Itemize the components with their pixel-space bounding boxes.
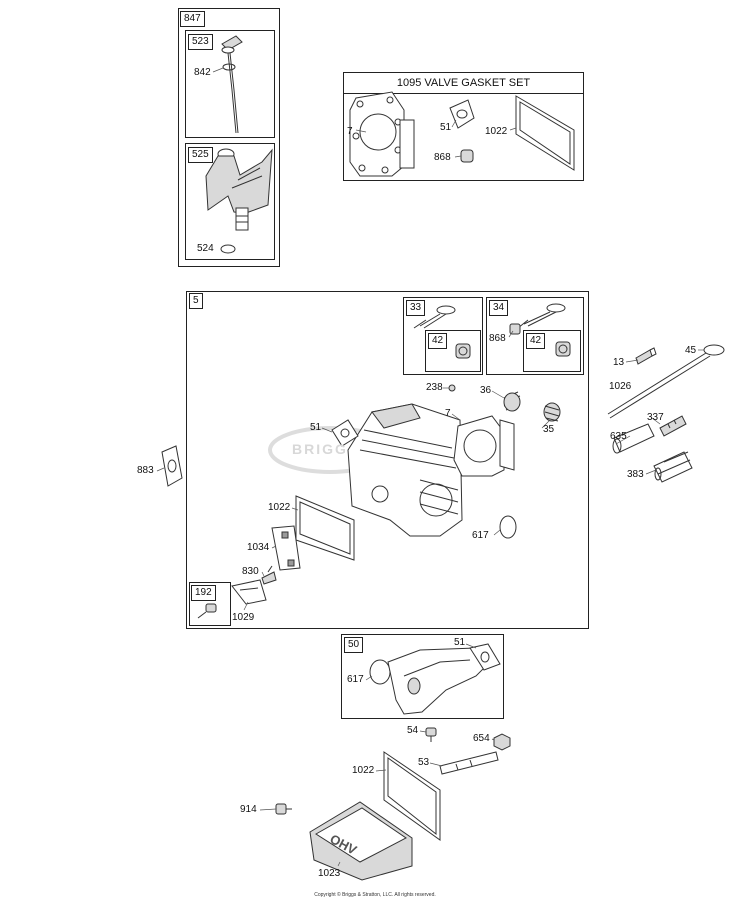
rocker-arm-stud-icon bbox=[612, 423, 655, 454]
callout-868-gasket-set: 868 bbox=[434, 152, 451, 163]
screw-icon bbox=[197, 603, 217, 619]
valve-cover-gasket-icon bbox=[515, 95, 575, 171]
intake-manifold-box bbox=[341, 634, 504, 719]
callout-337: 337 bbox=[647, 412, 664, 423]
dipstick-box bbox=[185, 30, 275, 138]
cylinder-head-box bbox=[186, 291, 589, 629]
cylinder-head-icon bbox=[331, 403, 463, 537]
callout-635: 635 bbox=[610, 431, 627, 442]
valve-seal-icon bbox=[460, 149, 474, 163]
callout-1022-gasket-set: 1022 bbox=[485, 126, 508, 137]
callout-842: 842 bbox=[194, 67, 211, 78]
intake-keeper-box bbox=[523, 330, 581, 372]
exhaust-valve-icon bbox=[413, 305, 456, 329]
valve-spring-2-icon bbox=[543, 402, 561, 422]
callout-1022-head: 1022 bbox=[268, 502, 291, 513]
callout-1023: 1023 bbox=[318, 868, 341, 879]
callout-238: 238 bbox=[426, 382, 443, 393]
stud-icon bbox=[261, 565, 277, 585]
cover-gasket-installed-icon bbox=[295, 495, 355, 561]
o-ring-icon bbox=[220, 244, 236, 254]
valve-gasket-set-title: 1095 VALVE GASKET SET bbox=[344, 73, 583, 94]
manifold-o-ring-icon bbox=[369, 659, 391, 685]
dipstick-tube-label: 525 bbox=[188, 147, 213, 163]
intake-keeper-icon bbox=[555, 341, 571, 357]
callout-617-manifold: 617 bbox=[347, 674, 364, 685]
intake-manifold-label: 50 bbox=[344, 637, 364, 653]
callout-1029: 1029 bbox=[232, 612, 255, 623]
exhaust-valve-box bbox=[403, 297, 483, 375]
callout-883: 883 bbox=[137, 465, 154, 476]
valve-cover-bolt-icon bbox=[275, 803, 292, 815]
intake-manifold-icon bbox=[387, 647, 491, 715]
callout-654: 654 bbox=[473, 733, 490, 744]
side-gasket-icon bbox=[161, 445, 183, 487]
callout-7-gasket-set: 7 bbox=[347, 126, 353, 137]
dipstick-label: 523 bbox=[188, 34, 213, 50]
breather-plate-icon bbox=[271, 525, 301, 571]
callout-51-gasket-set: 51 bbox=[440, 122, 452, 133]
breather-tube-icon bbox=[659, 415, 687, 437]
valve-cover-gasket-2-icon bbox=[383, 751, 441, 841]
dipstick-kit-box bbox=[178, 8, 280, 267]
valve-spring-icon bbox=[503, 391, 521, 412]
valve-gasket-set-box: 1095 VALVE GASKET SET bbox=[343, 72, 584, 181]
callout-1034: 1034 bbox=[247, 542, 270, 553]
callout-830: 830 bbox=[242, 566, 259, 577]
head-gasket-installed-icon bbox=[453, 415, 515, 477]
pushrod-icon bbox=[607, 344, 725, 419]
rocker-arm-icon bbox=[231, 579, 267, 605]
rocker-nut-icon bbox=[448, 384, 456, 392]
exhaust-keeper-box bbox=[425, 330, 481, 372]
callout-54: 54 bbox=[407, 725, 419, 736]
screw-kit-label: 192 bbox=[191, 585, 216, 601]
cover-nut-icon bbox=[493, 733, 511, 751]
rocker-shaft-icon bbox=[653, 451, 693, 483]
exhaust-keeper-label: 42 bbox=[428, 333, 448, 349]
cover-stud-icon bbox=[439, 751, 499, 775]
callout-868-intake: 868 bbox=[489, 333, 506, 344]
callout-51-head: 51 bbox=[310, 422, 322, 433]
callout-51-manifold: 51 bbox=[454, 637, 466, 648]
manifold-gasket-2-icon bbox=[469, 643, 501, 671]
intake-valve-box bbox=[486, 297, 584, 375]
screw-kit-box bbox=[189, 582, 231, 626]
intake-o-ring-icon bbox=[499, 515, 517, 539]
pushrod-guide-screw-icon bbox=[635, 347, 657, 365]
callout-914: 914 bbox=[240, 804, 257, 815]
exhaust-valve-label: 33 bbox=[406, 300, 426, 316]
callout-36: 36 bbox=[480, 385, 492, 396]
intake-keeper-label: 42 bbox=[526, 333, 546, 349]
callout-7-head: 7 bbox=[445, 408, 451, 419]
callout-524: 524 bbox=[197, 243, 214, 254]
callout-45: 45 bbox=[685, 345, 697, 356]
dipstick-tube-box bbox=[185, 143, 275, 260]
callout-617-head: 617 bbox=[472, 530, 489, 541]
brand-watermark: BRIGG bbox=[292, 441, 348, 457]
cover-screw-icon bbox=[425, 727, 437, 742]
cylinder-head-label: 5 bbox=[189, 293, 203, 309]
valve-cover-icon bbox=[309, 801, 413, 881]
exhaust-keeper-icon bbox=[455, 343, 471, 359]
intake-valve-label: 34 bbox=[489, 300, 509, 316]
intake-valve-icon bbox=[517, 303, 566, 329]
dipstick-tube-icon bbox=[205, 148, 273, 231]
callout-1022-cover: 1022 bbox=[352, 765, 375, 776]
intake-seal-icon bbox=[509, 323, 521, 335]
copyright-notice: Copyright © Briggs & Stratton, LLC. All … bbox=[314, 892, 436, 898]
dipstick-icon bbox=[221, 35, 243, 134]
callout-383: 383 bbox=[627, 469, 644, 480]
callout-13: 13 bbox=[613, 357, 625, 368]
dipstick-kit-label: 847 bbox=[180, 11, 205, 27]
callout-1026: 1026 bbox=[609, 381, 632, 392]
head-gasket-icon bbox=[349, 91, 415, 177]
callout-35: 35 bbox=[543, 424, 555, 435]
callout-53: 53 bbox=[418, 757, 430, 768]
